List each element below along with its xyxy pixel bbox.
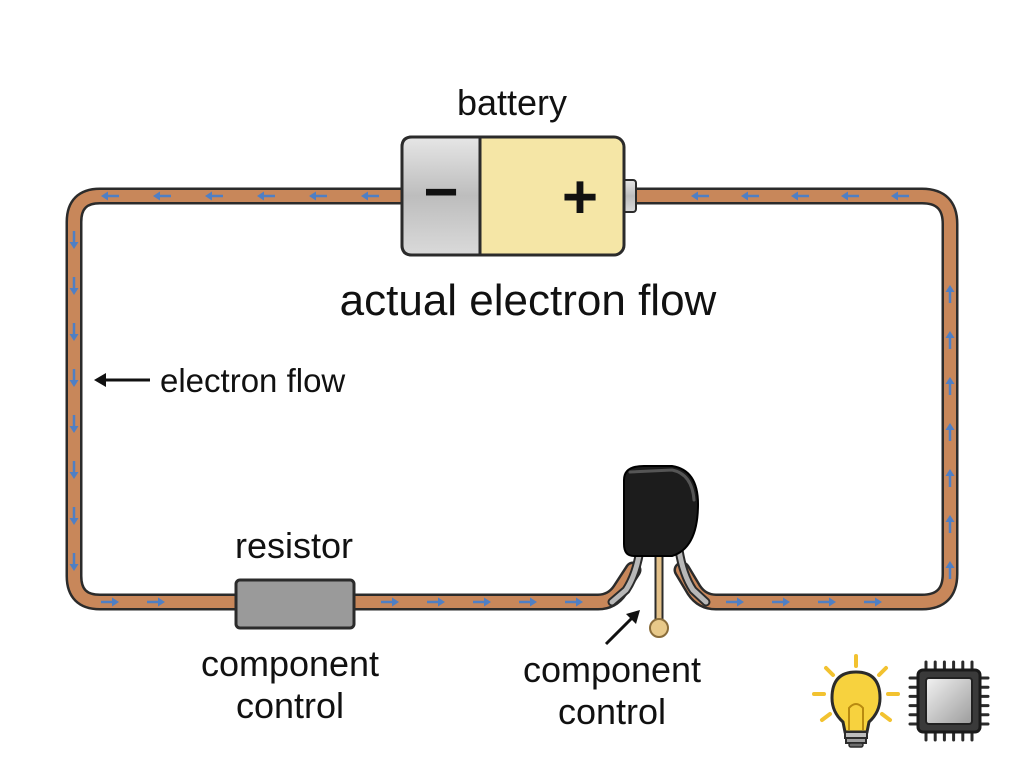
flow-arrow	[945, 377, 955, 395]
battery-minus-sign: −	[423, 158, 458, 225]
flow-arrow	[153, 191, 171, 201]
flow-arrow	[818, 597, 836, 607]
resistor-caption-line-1: component	[201, 643, 379, 684]
flow-arrow	[473, 597, 491, 607]
battery: − +	[400, 135, 637, 257]
flow-arrow	[841, 191, 859, 201]
flow-arrow	[69, 369, 79, 387]
resistor	[234, 578, 356, 630]
flow-arrow	[147, 597, 165, 607]
transistor-base-pad	[649, 618, 669, 638]
light-bulb-icon	[812, 654, 900, 748]
transistor	[607, 465, 711, 638]
flow-arrow	[101, 191, 119, 201]
flow-arrow	[945, 515, 955, 533]
flow-arrow	[945, 331, 955, 349]
actual-electron-flow-label: actual electron flow	[340, 276, 717, 325]
flow-arrow	[101, 597, 119, 607]
flow-arrow	[381, 597, 399, 607]
transistor-pointer	[604, 610, 640, 646]
flow-arrow	[69, 415, 79, 433]
flow-arrow	[69, 507, 79, 525]
electron-flow-label: electron flow	[160, 362, 345, 399]
battery-plus-sign: +	[562, 163, 598, 232]
flow-arrow	[945, 285, 955, 303]
flow-arrow	[864, 597, 882, 607]
flow-arrow	[519, 597, 537, 607]
flow-arrow	[257, 191, 275, 201]
battery-label: battery	[457, 82, 567, 123]
flow-arrow	[565, 597, 583, 607]
flow-arrow	[726, 597, 744, 607]
flow-arrow	[69, 277, 79, 295]
resistor-caption-line-2: control	[236, 685, 344, 726]
flow-arrow	[772, 597, 790, 607]
electron-flow-pointer	[94, 373, 150, 387]
flow-arrows	[69, 191, 955, 607]
flow-arrow	[427, 597, 445, 607]
transistor-caption-line-2: control	[558, 691, 666, 732]
flow-arrow	[945, 561, 955, 579]
resistor-label: resistor	[235, 525, 353, 566]
flow-arrow	[945, 469, 955, 487]
microchip-icon	[908, 660, 990, 742]
flow-arrow	[361, 191, 379, 201]
flow-arrow	[69, 461, 79, 479]
flow-arrow	[791, 191, 809, 201]
flow-arrow	[891, 191, 909, 201]
flow-arrow	[309, 191, 327, 201]
transistor-caption-line-1: component	[523, 649, 701, 690]
battery-negative-cap	[400, 135, 482, 257]
flow-arrow	[205, 191, 223, 201]
flow-arrow	[691, 191, 709, 201]
transistor-body	[623, 465, 700, 557]
wire-loop	[65, 187, 959, 611]
flow-arrow	[741, 191, 759, 201]
flow-arrow	[945, 423, 955, 441]
flow-arrow	[69, 231, 79, 249]
flow-arrow	[69, 323, 79, 341]
flow-arrow	[69, 553, 79, 571]
